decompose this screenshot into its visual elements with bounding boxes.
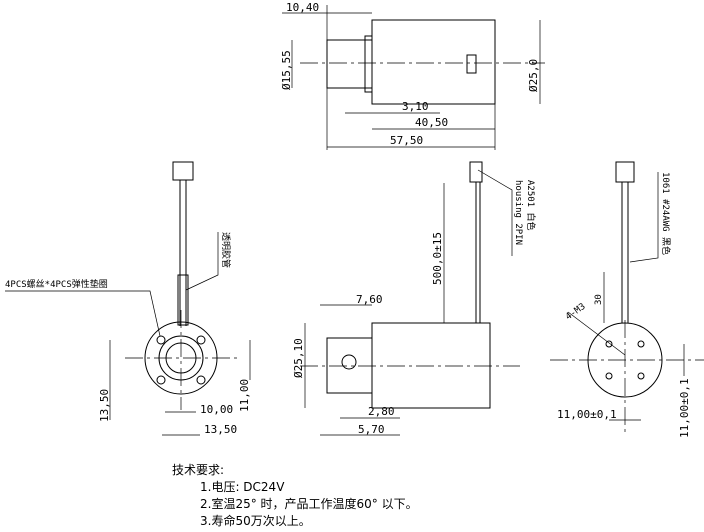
label-sleeve: 透明胶管 [220, 232, 232, 268]
dim-inner: 10,00 [200, 403, 233, 416]
label-housing-2: housing 2PIN [513, 180, 523, 245]
label-holes: 4-M3 [564, 302, 588, 323]
dim-30: 30 [594, 294, 604, 305]
rear-view: 1061 #24AWG 黑色 30 4-M3 11,00±0,1 11,00±0… [550, 161, 704, 438]
label-housing-1: A2501 白色 [525, 180, 537, 231]
side-view: A2501 白色 housing 2PIN 500,0±15 7,60 Ø25,… [292, 161, 537, 436]
top-view: 10,40 Ø15,55 Ø25,0 3,10 40,50 57,50 [280, 1, 545, 150]
dim-h-spacing: 11,00±0,1 [557, 408, 617, 421]
connector [615, 161, 635, 183]
label-screws: 4PCS螺丝*4PCS弹性垫圈 [5, 278, 108, 290]
technical-notes: 技术要求: 1.电压: DC24V 2.室温25° 时，产品工作温度60° 以下… [172, 462, 418, 530]
motor-body [371, 19, 496, 105]
dim-body-length: 40,50 [415, 116, 448, 129]
dim-step: 2,80 [368, 405, 395, 418]
connector [469, 161, 483, 183]
dim-lead-length: 500,0±15 [431, 232, 444, 285]
label-wire: 1061 #24AWG 黑色 [660, 172, 672, 255]
dim-front-diameter: Ø15,55 [280, 50, 293, 90]
note-item: 1.电压: DC24V [200, 480, 285, 494]
connector [172, 161, 194, 181]
dim-front-length: 10,40 [286, 1, 319, 14]
dim-width-b: 13,50 [204, 423, 237, 436]
dim-width-a: 13,50 [98, 389, 111, 422]
dim-flange: 5,70 [358, 423, 385, 436]
note-item: 2.室温25° 时，产品工作温度60° 以下。 [200, 497, 418, 511]
dim-v-spacing: 11,00±0,1 [678, 378, 691, 438]
dim-diameter: Ø25,10 [292, 338, 305, 378]
dim-height: 11,00 [238, 379, 251, 412]
dim-total-length: 57,50 [390, 134, 423, 147]
motor-body [371, 322, 491, 409]
front-view: 4PCS螺丝*4PCS弹性垫圈 透明胶管 13,50 10,00 11,00 1… [5, 161, 251, 436]
note-item: 3.寿命50万次以上。 [200, 514, 311, 528]
notes-title: 技术要求: [172, 463, 225, 477]
dim-body-diameter: Ø25,0 [527, 59, 540, 92]
dim-step: 3,10 [402, 100, 429, 113]
dim-front-len: 7,60 [356, 293, 383, 306]
